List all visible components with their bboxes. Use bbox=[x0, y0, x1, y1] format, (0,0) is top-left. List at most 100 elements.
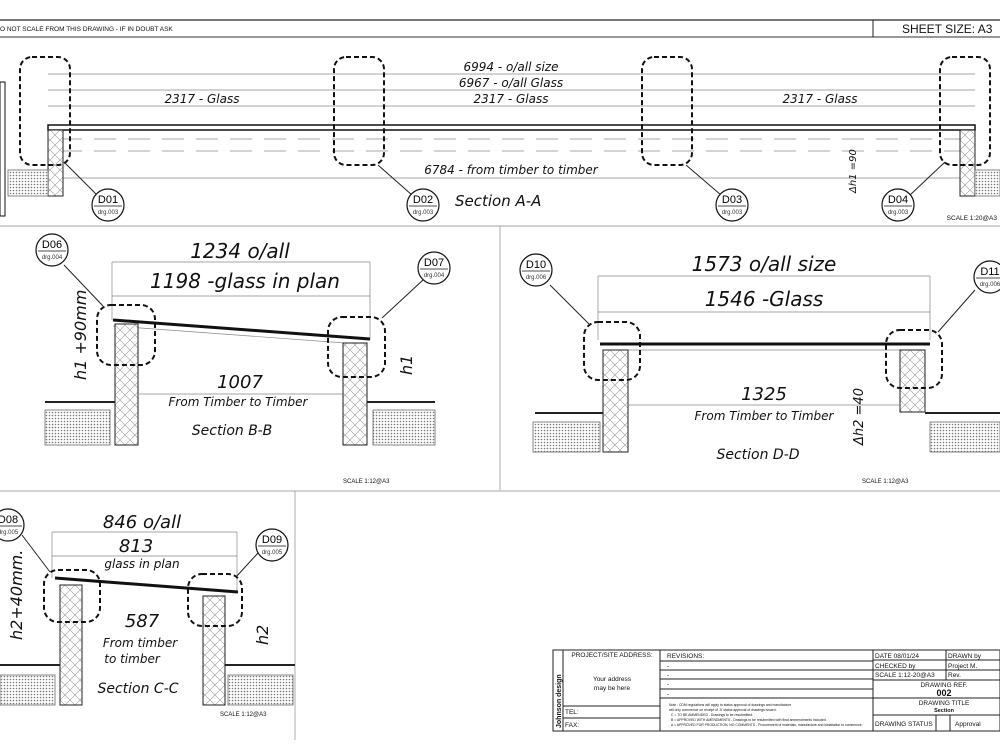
address-line: may be here bbox=[594, 685, 631, 692]
drawing-title-label: DRAWING TITLE bbox=[919, 700, 970, 707]
detail-marker bbox=[96, 304, 156, 366]
approval-note: will only commence on receipt of 'A' sta… bbox=[669, 708, 776, 712]
detail-callout: D10 drg.006 bbox=[519, 253, 553, 287]
callout-ref: drg.003 bbox=[98, 210, 119, 216]
scale-label: SCALE 1:12@A3 bbox=[220, 712, 267, 718]
height-label: h1 +90mm bbox=[71, 290, 90, 380]
dim-glass-panel: 2317 - Glass bbox=[165, 92, 240, 106]
dim-timber: 1007 bbox=[217, 372, 263, 393]
do-not-scale-notice: O NOT SCALE FROM THIS DRAWING - IF IN DO… bbox=[0, 26, 173, 33]
drawn-by-label: DRAWN by bbox=[948, 653, 982, 660]
height-label: h2+40mm. bbox=[7, 550, 26, 640]
callout-ref: drg.005 bbox=[262, 550, 283, 556]
dim-timber-label: From Timber to Timber bbox=[169, 395, 309, 409]
detail-marker bbox=[187, 573, 243, 627]
revisions-label: REVISIONS: bbox=[667, 653, 704, 660]
scale-label: SCALE 1:12@A3 bbox=[343, 479, 390, 485]
detail-marker bbox=[641, 56, 693, 166]
dim-glass-panel: 2317 - Glass bbox=[783, 92, 858, 106]
callout-ref: drg.004 bbox=[424, 273, 445, 279]
delta-h2: Δh2 =40 bbox=[852, 388, 867, 446]
detail-callout: D03 drg.003 bbox=[715, 188, 749, 222]
callout-id: D03 bbox=[722, 194, 742, 206]
dim-timber: 6784 - from timber to timber bbox=[424, 163, 599, 177]
detail-marker bbox=[327, 316, 386, 378]
dim-glass: 813 bbox=[119, 536, 153, 557]
approval-note: Note : CDM regulations will apply to sta… bbox=[669, 703, 791, 707]
height-label: h1 bbox=[397, 355, 416, 375]
callout-id: D02 bbox=[413, 194, 433, 206]
dim-glass: 1546 -Glass bbox=[705, 287, 824, 311]
drawing-title: Section bbox=[934, 708, 955, 714]
dim-overall: 1234 o/all bbox=[190, 239, 290, 263]
callout-id: D06 bbox=[42, 239, 62, 251]
detail-marker bbox=[939, 56, 991, 166]
section-c-c: 846 o/all 813 glass in plan 587 From tim… bbox=[0, 508, 295, 718]
detail-callout: D09 drg.005 bbox=[255, 528, 289, 562]
dim-timber-label: to timber bbox=[104, 652, 161, 666]
callout-id: D10 bbox=[526, 259, 546, 271]
drawing-ref-label: DRAWING REF. bbox=[920, 682, 967, 689]
project-label: PROJECT/SITE ADDRESS: bbox=[571, 652, 652, 659]
scale-field: SCALE 1:12-20@A3 bbox=[875, 672, 935, 679]
dim-glass: 1198 -glass in plan bbox=[150, 269, 340, 293]
drawing-status-value: Approval bbox=[955, 721, 981, 728]
dim-overall: 846 o/all bbox=[103, 512, 181, 533]
dim-overall: 6994 - o/all size bbox=[464, 60, 559, 74]
revision-row: - bbox=[667, 663, 669, 670]
dim-glass-label: glass in plan bbox=[104, 557, 179, 571]
callout-ref: drg.006 bbox=[526, 275, 547, 281]
detail-callout: D08 drg.005 bbox=[0, 508, 25, 542]
section-b-b: 1234 o/all 1198 -glass in plan 1007 From… bbox=[35, 233, 451, 485]
tel-label: TEL: bbox=[565, 709, 579, 716]
section-a-a: 6994 - o/all size 6967 - o/all Glass 231… bbox=[0, 56, 1000, 222]
dim-timber-label: From timber bbox=[103, 636, 178, 650]
callout-id: D08 bbox=[0, 514, 18, 526]
sheet-header: O NOT SCALE FROM THIS DRAWING - IF IN DO… bbox=[0, 19, 1000, 38]
sheet-size: SHEET SIZE: A3 bbox=[902, 22, 993, 36]
section-title: Section C-C bbox=[97, 681, 178, 697]
callout-id: D01 bbox=[98, 194, 118, 206]
company-logo: Johnson design bbox=[556, 674, 563, 728]
revision-row: - bbox=[667, 691, 669, 698]
detail-callout: D11 drg.006 bbox=[973, 260, 1000, 294]
detail-callout: D06 drg.004 bbox=[35, 233, 69, 267]
callout-ref: drg.005 bbox=[0, 530, 19, 536]
scale-label: SCALE 1:20@A3 bbox=[947, 215, 998, 222]
section-title: Section D-D bbox=[716, 447, 799, 463]
revision-row: - bbox=[667, 681, 669, 688]
dim-glass-panel: 2317 - Glass bbox=[474, 92, 549, 106]
checked-by-label: CHECKED by bbox=[875, 663, 916, 670]
date-field: DATE 08/01/24 bbox=[875, 653, 919, 660]
approval-note: B = APPROVED WITH AMENDMENTS - Drawings … bbox=[671, 718, 827, 722]
approval-note: A = APPROVED FOR PRODUCTION, NO COMMENTS… bbox=[671, 723, 863, 727]
callout-id: D07 bbox=[424, 257, 444, 269]
dim-timber-label: From Timber to Timber bbox=[695, 409, 835, 423]
detail-callout: D07 drg.004 bbox=[417, 251, 451, 285]
callout-id: D04 bbox=[888, 194, 908, 206]
section-title: Section A-A bbox=[455, 192, 541, 210]
detail-marker bbox=[333, 56, 385, 166]
callout-ref: drg.003 bbox=[722, 210, 743, 216]
drawing-status-label: DRAWING STATUS bbox=[875, 721, 933, 728]
detail-callout: D04 drg.003 bbox=[881, 188, 915, 222]
callout-id: D11 bbox=[980, 266, 999, 278]
drawn-by-name: Project M. bbox=[948, 663, 977, 670]
revision-row: - bbox=[667, 672, 669, 679]
detail-callout: D02 drg.003 bbox=[406, 188, 440, 222]
scale-label: SCALE 1:12@A3 bbox=[862, 479, 909, 485]
detail-marker bbox=[19, 56, 71, 166]
rev-field: Rev. bbox=[948, 672, 961, 679]
callout-id: D09 bbox=[262, 534, 282, 546]
fax-label: FAX: bbox=[565, 722, 579, 729]
dim-timber: 1325 bbox=[741, 384, 787, 405]
section-title: Section B-B bbox=[192, 423, 272, 439]
dim-timber: 587 bbox=[125, 611, 160, 632]
address-line: Your address bbox=[593, 676, 632, 683]
section-d-d: 1573 o/all size 1546 -Glass 1325 From Ti… bbox=[519, 252, 1000, 485]
glass-beam bbox=[47, 124, 976, 131]
callout-ref: drg.006 bbox=[980, 282, 1000, 288]
approval-note: C = TO BE AMMENDED - Drawings to be resu… bbox=[671, 713, 753, 717]
dim-overall-glass: 6967 - o/all Glass bbox=[459, 76, 563, 90]
